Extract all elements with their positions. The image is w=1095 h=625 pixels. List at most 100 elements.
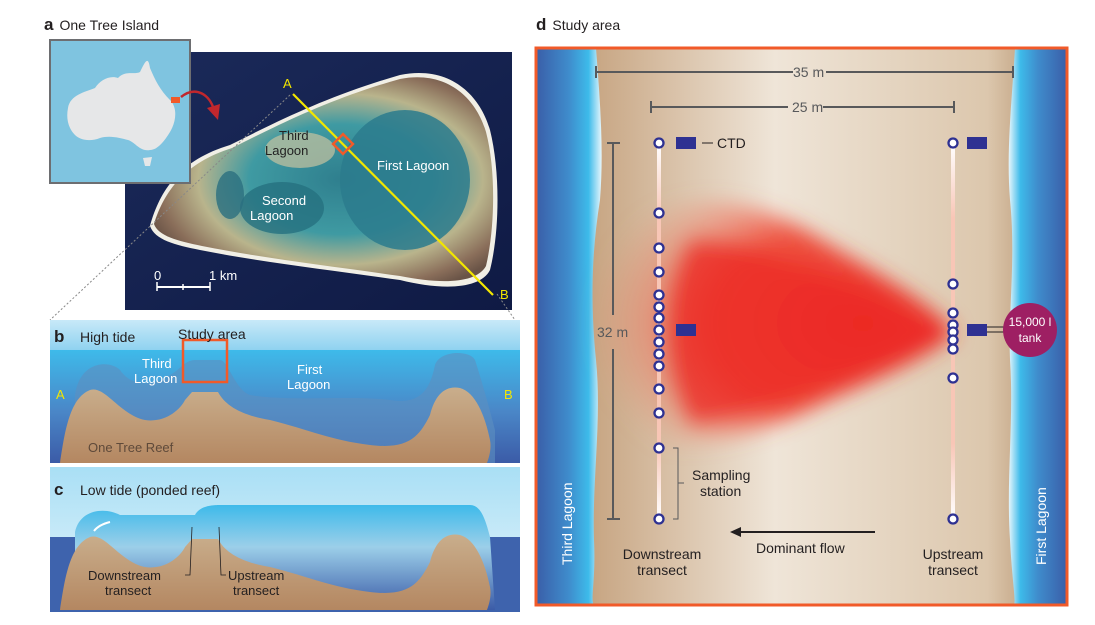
ctd-sensor-upstream-top	[967, 137, 987, 149]
outflow-arrow	[93, 521, 111, 532]
dominant-flow-arrowhead	[730, 527, 741, 537]
panel-d-study-area-diagram: 35 m 25 m 32 m CTD 15,000 l tank Samplin…	[534, 46, 1069, 607]
transect-label-a: A	[283, 76, 292, 91]
study-area-box	[181, 338, 229, 384]
upstream-transect-label-2: transect	[928, 562, 978, 578]
upstream-station-6	[947, 334, 959, 346]
dim-35m-label: 35 m	[793, 64, 824, 80]
leader-line-right	[496, 293, 516, 321]
australia-landmass	[67, 60, 176, 151]
panel-c-title: Low tide (ponded reef)	[80, 482, 220, 498]
ctd-label: CTD	[717, 135, 746, 151]
second-lagoon-area	[240, 182, 324, 234]
panel-a-title: One Tree Island	[59, 17, 160, 33]
third-lagoon-area	[265, 132, 335, 168]
transect-label-b: B	[500, 287, 509, 302]
map-label-second-lagoon-1: Second	[262, 193, 306, 208]
downstream-station-5	[653, 289, 665, 301]
study-area-frame	[534, 46, 1069, 607]
tank-label-1: 15,000 l	[1009, 315, 1052, 329]
upstream-station-9	[947, 513, 959, 525]
ctd-sensor-downstream-top	[676, 137, 696, 149]
reef-sand	[60, 534, 491, 610]
panel-a-letter: a	[44, 15, 54, 34]
map-label-second-lagoon-2: Lagoon	[250, 208, 293, 223]
panel-b-label-b: B	[504, 387, 513, 402]
downstream-station-13	[653, 407, 665, 419]
downstream-station-8	[653, 324, 665, 336]
upstream-leader	[218, 526, 226, 576]
tasmania	[143, 157, 152, 166]
panel-b-study-area-label: Study area	[178, 326, 246, 342]
zoom-arrow-head	[207, 104, 220, 120]
downstream-station-3	[653, 242, 665, 254]
map-label-third-lagoon-1: Third	[279, 128, 309, 143]
panel-b-third-lagoon-1: Third	[142, 356, 172, 371]
scale-bar: 0 1 km	[154, 268, 237, 291]
downstream-station-15	[653, 513, 665, 525]
downstream-station-6	[653, 301, 665, 313]
downstream-station-12	[653, 383, 665, 395]
panel-c-low-tide-cross-section: c Low tide (ponded reef) Downstream tran…	[50, 467, 520, 612]
dye-plume	[586, 200, 955, 447]
dim-32m-label: 32 m	[597, 324, 628, 340]
panel-b-reef-label: One Tree Reef	[88, 440, 174, 455]
study-area-marker	[331, 132, 355, 156]
ctd-sensor-downstream-mid	[676, 324, 696, 336]
downstream-leader	[185, 526, 193, 576]
third-lagoon-water	[536, 48, 602, 605]
dimension-32m	[607, 142, 620, 520]
one-tree-island-marker	[171, 97, 180, 103]
panel-d-letter: d	[536, 15, 547, 34]
panel-d-header: d Study area	[536, 15, 620, 35]
dimension-25m	[650, 101, 955, 113]
first-lagoon-area	[340, 110, 470, 250]
panel-b-first-lagoon-1: First	[297, 362, 323, 377]
panel-c-downstream-1: Downstream	[88, 568, 161, 583]
upstream-station-3	[947, 307, 959, 319]
panel-b-label-a: A	[56, 387, 65, 402]
map-label-third-lagoon-2: Lagoon	[265, 143, 308, 158]
panel-a-satellite-map: A B Third Lagoon First Lagoon Second Lag…	[49, 39, 516, 321]
sampling-station-label-2: station	[700, 483, 741, 499]
downstream-station-1	[653, 137, 665, 149]
downstream-station-14	[653, 442, 665, 454]
dimension-35m	[595, 66, 1014, 78]
panel-c-downstream-2: transect	[105, 583, 152, 598]
leader-line-left	[49, 94, 291, 321]
panel-c-upstream-1: Upstream	[228, 568, 284, 583]
first-lagoon-label: First Lagoon	[1033, 487, 1049, 565]
third-lagoon-label: Third Lagoon	[559, 482, 575, 565]
downstream-transect-label-1: Downstream	[623, 546, 702, 562]
upstream-transect-label-1: Upstream	[923, 546, 984, 562]
scale-bar-end: 1 km	[209, 268, 237, 283]
downstream-station-2	[653, 207, 665, 219]
map-label-first-lagoon: First Lagoon	[377, 158, 449, 173]
downstream-station-9	[653, 336, 665, 348]
upstream-stations	[947, 137, 959, 525]
dominant-flow-label: Dominant flow	[756, 540, 846, 556]
panel-b-first-lagoon-2: Lagoon	[287, 377, 330, 392]
panel-b-high-tide-cross-section: b High tide Study area Third Lagoon Firs…	[50, 320, 520, 463]
australia-inset	[49, 39, 220, 184]
panel-a-header: a One Tree Island	[44, 15, 159, 35]
downstream-station-4	[653, 266, 665, 278]
panel-b-title: High tide	[80, 329, 135, 345]
downstream-station-7	[653, 312, 665, 324]
reef-sand	[60, 387, 491, 463]
panel-d-title: Study area	[552, 17, 621, 33]
sampling-station-label-1: Sampling	[692, 467, 750, 483]
tank-label-2: tank	[1019, 331, 1043, 345]
downstream-station-10	[653, 348, 665, 360]
upstream-station-2	[947, 278, 959, 290]
upstream-station-1	[947, 137, 959, 149]
downstream-transect-label-2: transect	[637, 562, 687, 578]
downstream-station-11	[653, 360, 665, 372]
upstream-station-8	[947, 372, 959, 384]
panel-b-letter: b	[54, 327, 64, 346]
panel-b-third-lagoon-2: Lagoon	[134, 371, 177, 386]
panel-c-upstream-2: transect	[233, 583, 280, 598]
dim-25m-label: 25 m	[792, 99, 823, 115]
scale-bar-zero: 0	[154, 268, 161, 283]
transect-line-ab	[292, 93, 494, 296]
